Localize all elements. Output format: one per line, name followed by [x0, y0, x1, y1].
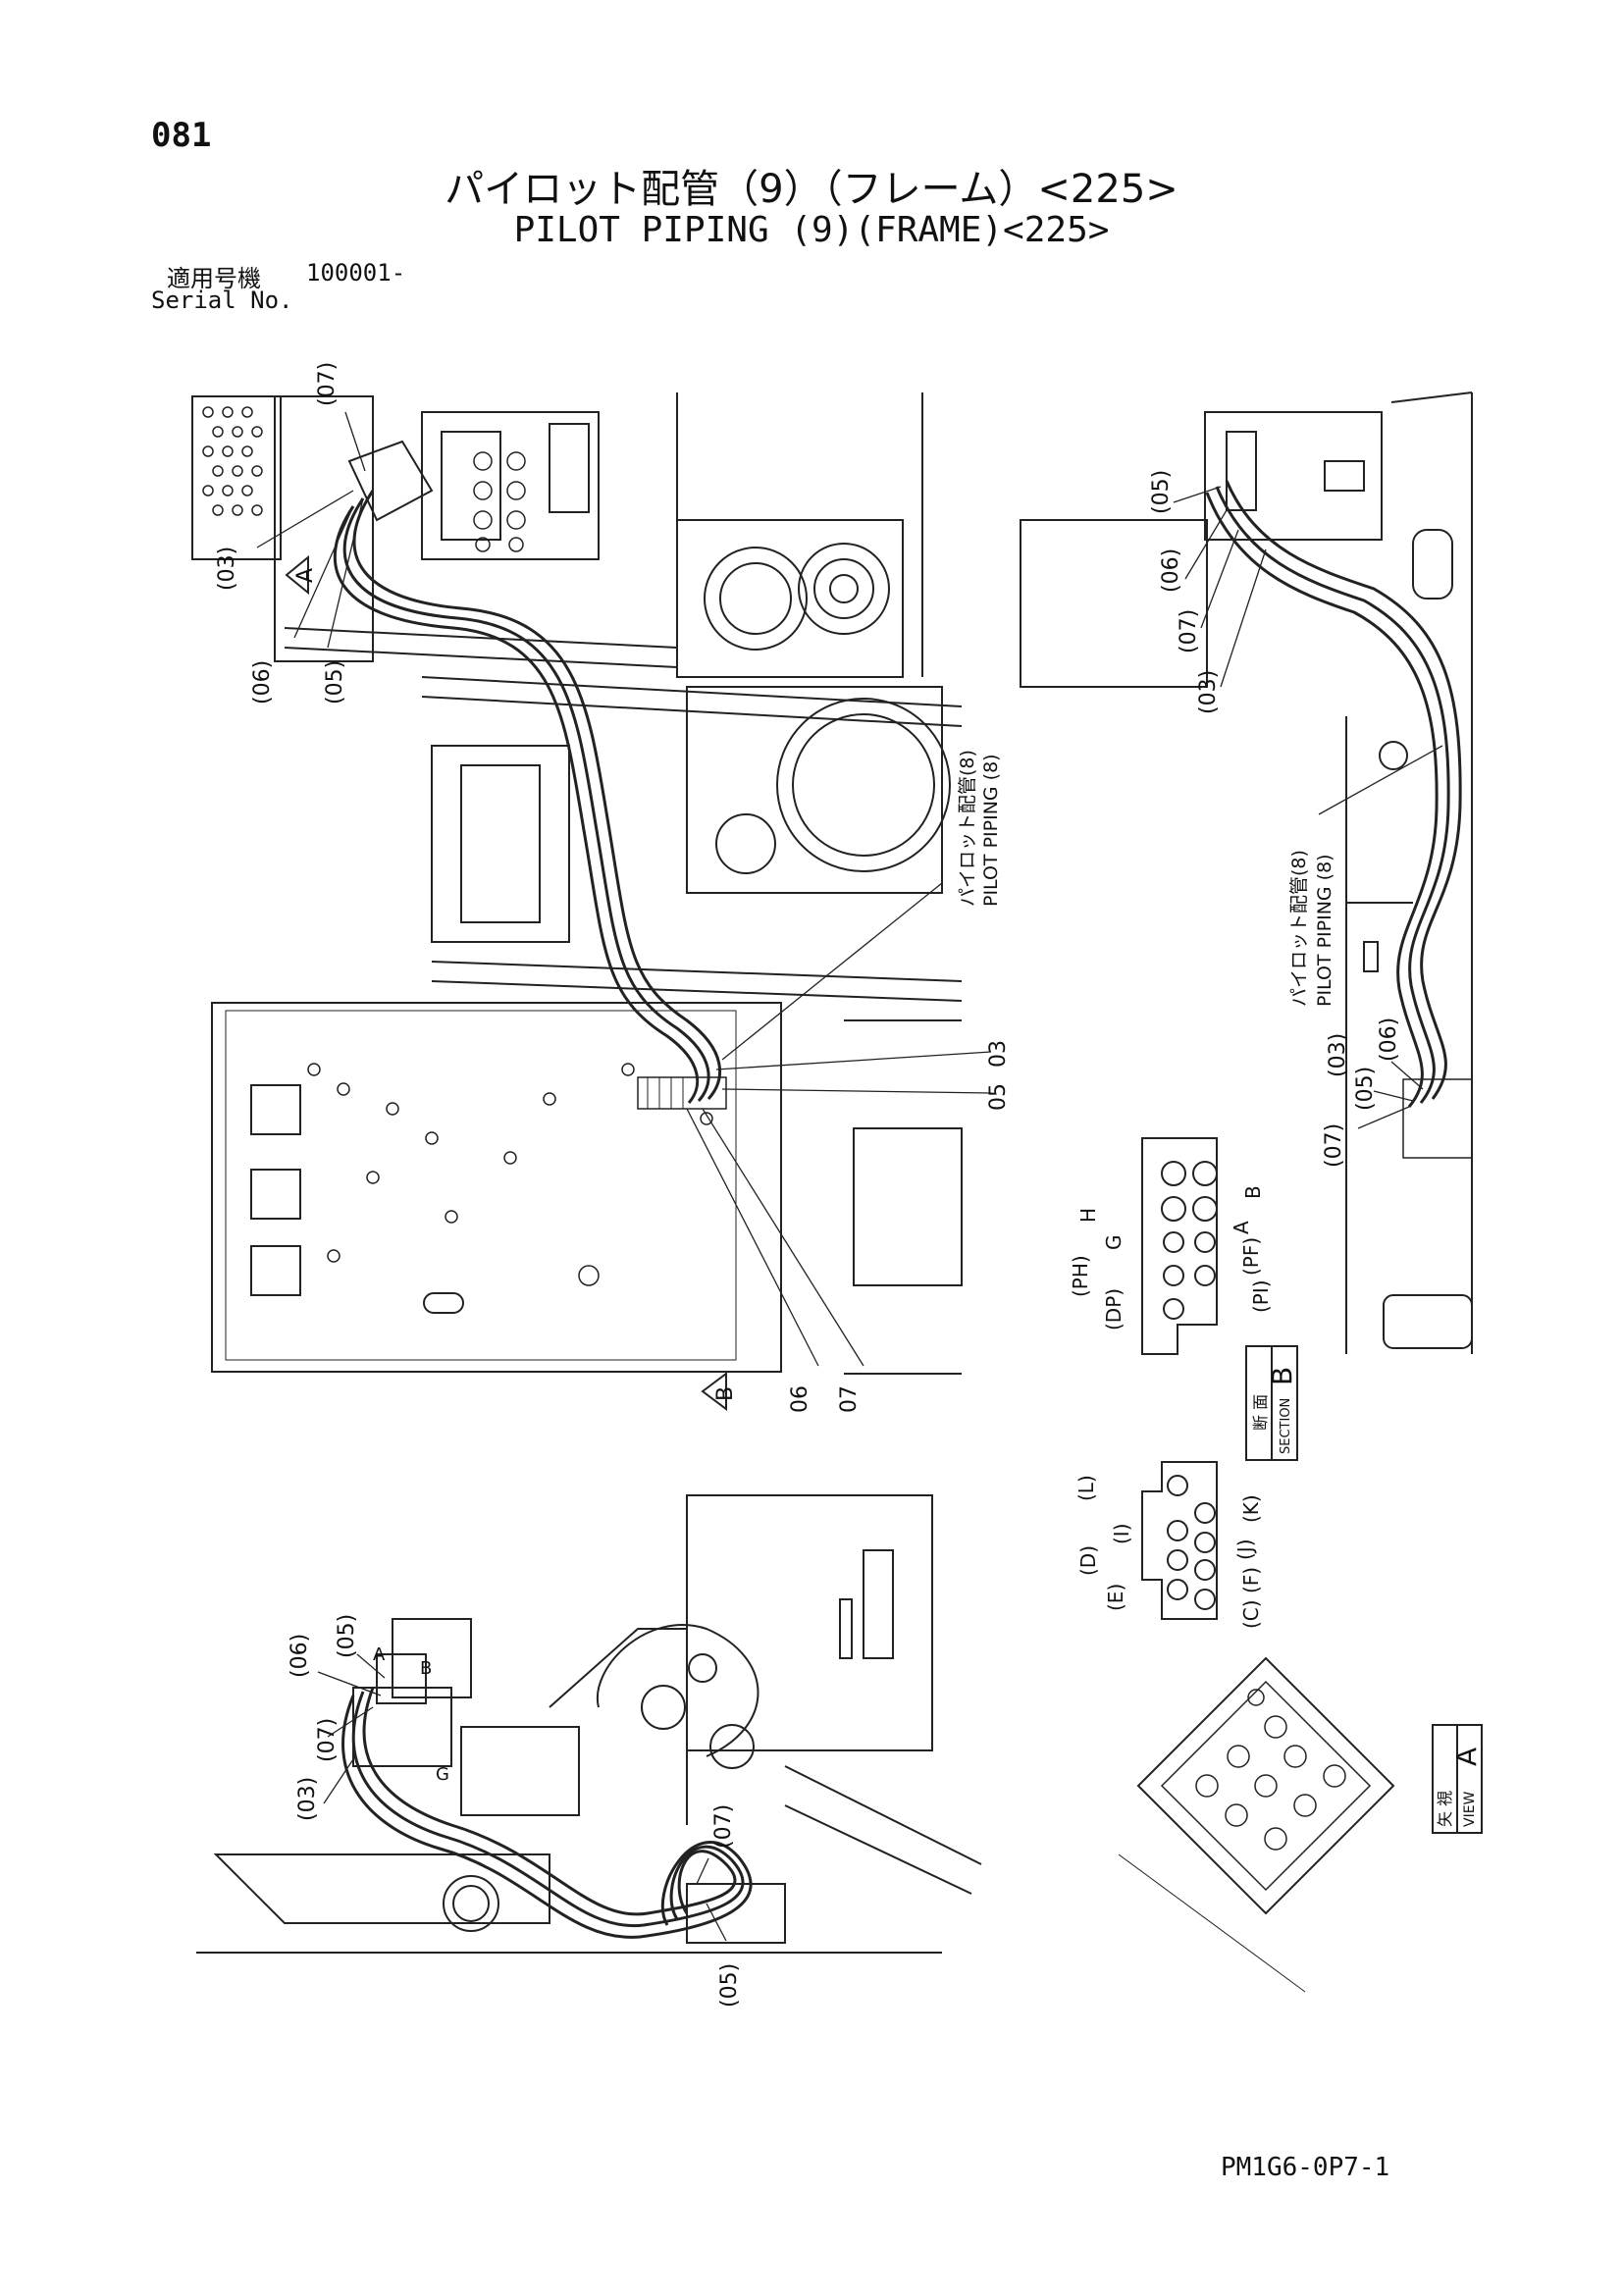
- view-a-label-jp: 矢 視: [1436, 1791, 1454, 1827]
- callout-06-main: (06): [250, 660, 275, 704]
- cross-ref-en-main: PILOT PIPING (8): [980, 754, 1002, 907]
- port-label-A: A: [1230, 1221, 1253, 1234]
- callout-03-right: (03): [1196, 670, 1221, 714]
- callout-06-main-lower: 06: [788, 1385, 812, 1413]
- callout-07-main-lower: 07: [837, 1385, 862, 1413]
- port-label-B-bottom: B: [420, 1658, 432, 1679]
- right-view-frame: [1020, 391, 1473, 1354]
- callout-03-bottom: (03): [295, 1777, 320, 1821]
- port-label-G: G: [1102, 1235, 1126, 1251]
- port-label-J: (J): [1233, 1539, 1257, 1560]
- cross-ref-jp-main: パイロット配管(8): [957, 750, 978, 907]
- view-a-block: [1118, 1656, 1483, 1993]
- callout-07-bottom-lower: (07): [711, 1804, 736, 1849]
- callout-06-bottom: (06): [288, 1634, 312, 1678]
- section-b-letter: B: [1266, 1367, 1298, 1385]
- port-label-F: (F): [1239, 1567, 1263, 1593]
- view-a-letter: A: [293, 568, 318, 583]
- view-a-letter-box: A: [1450, 1748, 1483, 1766]
- callout-07-right-lower: (07): [1322, 1123, 1346, 1168]
- section-b-label-jp: 断 面: [1251, 1394, 1270, 1431]
- port-label-D: (D): [1076, 1545, 1100, 1576]
- port-label-A-bottom: A: [373, 1644, 386, 1665]
- port-label-B: B: [1241, 1185, 1265, 1199]
- callout-05-right-lower: (05): [1353, 1067, 1378, 1111]
- callout-03-right-lower: (03): [1326, 1033, 1350, 1077]
- port-label-H: H: [1076, 1208, 1100, 1223]
- view-a-arrow-marker: [285, 554, 309, 596]
- callout-05-bottom: (05): [335, 1614, 359, 1658]
- port-label-E: (E): [1104, 1584, 1127, 1611]
- view-b-arrow-marker: [701, 1372, 727, 1411]
- callout-03-main: (03): [215, 547, 239, 591]
- port-label-C: (C): [1239, 1599, 1263, 1629]
- serial-label-english: Serial No.: [151, 287, 293, 314]
- bottom-view-frame: [196, 1494, 982, 1954]
- section-b-label-en: SECTION: [1279, 1398, 1293, 1454]
- callout-05-bottom-lower: (05): [717, 1963, 742, 2008]
- section-b-port-plates: [1141, 1137, 1298, 1620]
- port-label-G-bottom: G: [436, 1764, 449, 1785]
- title-english: PILOT PIPING (9)(FRAME)<225>: [513, 210, 1110, 250]
- cross-ref-en-right: PILOT PIPING (8): [1314, 854, 1335, 1007]
- callout-07-main: (07): [315, 362, 340, 406]
- cross-ref-jp-right: パイロット配管(8): [1288, 850, 1310, 1007]
- callout-05-main-lower: 05: [986, 1083, 1011, 1111]
- port-label-PH: (PH): [1069, 1255, 1092, 1297]
- port-label-K: (K): [1239, 1494, 1263, 1523]
- main-view-frame: [191, 392, 992, 1375]
- port-label-L: (L): [1074, 1475, 1098, 1501]
- callout-06-right-lower: (06): [1377, 1018, 1401, 1062]
- callout-03-main-lower: 03: [986, 1040, 1011, 1068]
- serial-value: 100001-: [306, 259, 406, 287]
- view-b-letter: B: [713, 1386, 738, 1401]
- document-code: PM1G6-0P7-1: [1221, 2153, 1390, 2182]
- port-label-PF: (PF): [1239, 1237, 1263, 1276]
- title-japanese: パイロット配管（9）（フレーム）<225>: [445, 167, 1178, 212]
- callout-07-right: (07): [1177, 609, 1201, 653]
- serial-label-japanese: 適用号機: [167, 265, 261, 292]
- callout-05-right: (05): [1149, 470, 1174, 514]
- view-a-label-en: VIEW: [1462, 1791, 1478, 1827]
- callout-07-bottom: (07): [315, 1718, 340, 1762]
- port-label-I: (I): [1110, 1523, 1133, 1544]
- port-label-DP: (DP): [1102, 1288, 1126, 1331]
- page-number: 081: [151, 116, 212, 155]
- port-label-PI: (PI): [1249, 1279, 1273, 1313]
- callout-05-main: (05): [323, 660, 347, 704]
- callout-06-right: (06): [1159, 548, 1183, 593]
